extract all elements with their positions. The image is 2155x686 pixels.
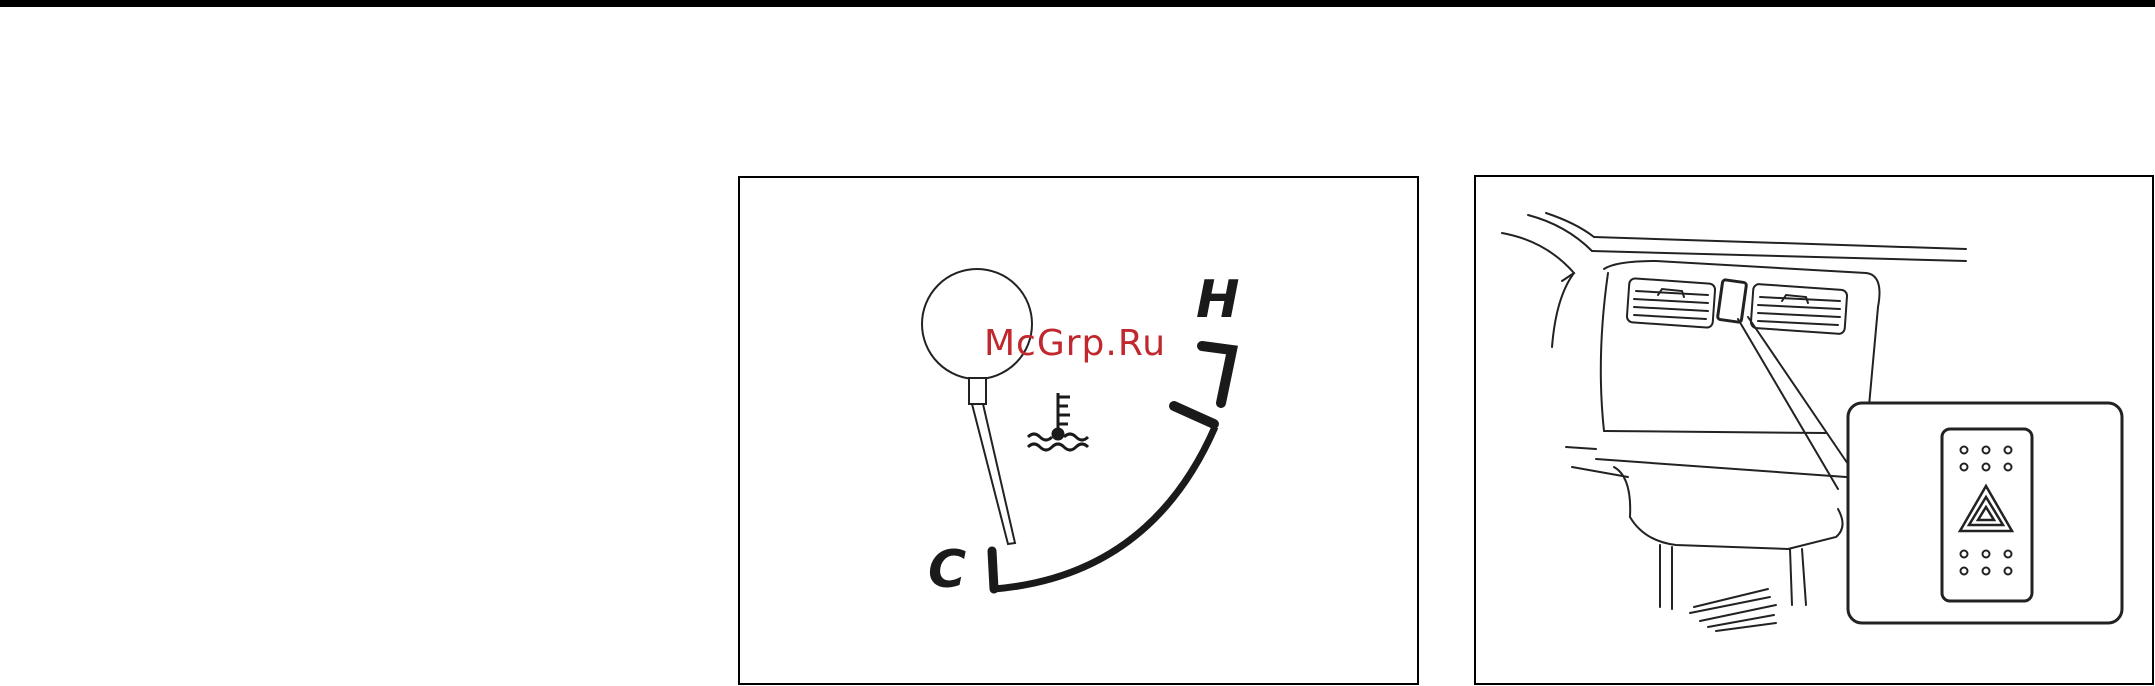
gauge-hot-label: H	[1196, 274, 1240, 326]
gauge-warning-start-tick	[1174, 406, 1214, 424]
gauge-needle	[972, 404, 1015, 544]
watermark-text: McGrp.Ru	[984, 326, 1166, 362]
gauge-arc	[994, 427, 1215, 589]
page-top-rule	[0, 0, 2155, 7]
gauge-cold-label: C	[928, 544, 966, 596]
gauge-cold-tick	[992, 551, 994, 589]
temperature-gauge-figure: H C McGrp.Ru	[738, 176, 1419, 685]
temperature-gauge-illustration	[740, 178, 1419, 685]
gauge-pivot-collar	[969, 378, 986, 404]
coolant-temperature-icon	[1028, 393, 1088, 450]
gauge-hot-zone	[1202, 346, 1232, 403]
hazard-switch-figure	[1474, 175, 2154, 685]
dashboard-illustration	[1476, 177, 2154, 685]
